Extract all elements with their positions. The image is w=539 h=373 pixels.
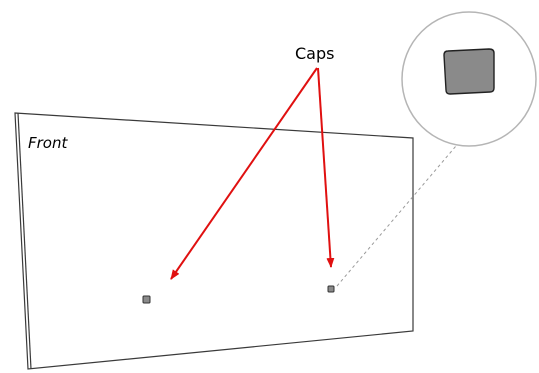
panel-edge-left <box>17 112 32 370</box>
caps-label: Caps <box>295 44 334 63</box>
cap-enlarged <box>443 48 495 95</box>
cap-right <box>327 285 335 293</box>
front-panel <box>14 112 414 370</box>
cap-left <box>142 295 151 304</box>
arrow-to-left-cap <box>170 67 318 280</box>
arrow-to-right-cap <box>317 67 335 268</box>
front-label: Front <box>28 134 68 152</box>
